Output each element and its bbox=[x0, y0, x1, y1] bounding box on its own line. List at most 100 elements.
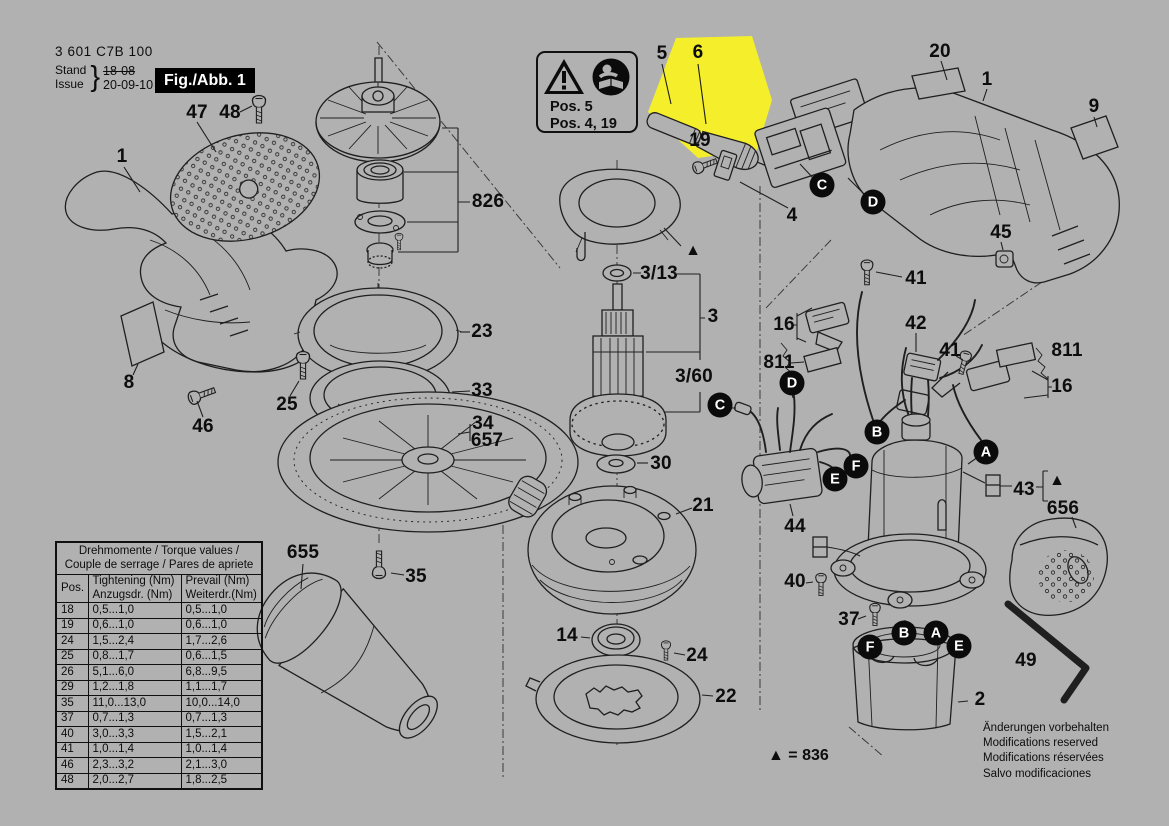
cell-pos: 46 bbox=[55, 757, 89, 774]
cell-prevail: 0,6...1,0 bbox=[180, 617, 263, 634]
cell-tightening: 0,6...1,0 bbox=[87, 617, 182, 634]
cell-tightening: 11,0...13,0 bbox=[87, 695, 182, 712]
callout-34: 34 bbox=[472, 413, 494, 434]
letter-marker-A-wire: A bbox=[973, 439, 999, 465]
part-cord-clamp-19 bbox=[713, 149, 738, 181]
callout-16-left: 16 bbox=[773, 314, 795, 335]
part-armature-3 bbox=[569, 283, 667, 457]
part-washer-30 bbox=[596, 454, 636, 474]
part-bottom-cover-22 bbox=[525, 654, 701, 744]
part-power-cord-5-6 bbox=[646, 112, 789, 181]
callout-30: 30 bbox=[650, 453, 672, 474]
callout-23: 23 bbox=[471, 321, 493, 342]
connector-symbol-44 bbox=[812, 536, 861, 558]
letter-marker-F-switch: F bbox=[843, 453, 869, 479]
letter-marker-E-field: E bbox=[946, 633, 972, 659]
part-dust-tube-655 bbox=[256, 572, 438, 739]
callout-25: 25 bbox=[276, 394, 298, 415]
cell-tightening: 1,5...2,4 bbox=[87, 633, 182, 650]
callout-20: 20 bbox=[929, 41, 951, 62]
part-carbon-brush-811-right bbox=[995, 342, 1049, 380]
cell-pos: 37 bbox=[55, 710, 89, 727]
note-fr: Modifications réservées bbox=[983, 752, 1104, 765]
letter-marker-B-field: B bbox=[891, 620, 917, 646]
letter-marker-F-field: F bbox=[857, 634, 883, 660]
part-number: 3 601 C7B 100 bbox=[55, 44, 153, 59]
callout-41-top: 41 bbox=[905, 268, 927, 289]
cell-pos: 40 bbox=[55, 726, 89, 743]
warning-pos-line2: Pos. 4, 19 bbox=[550, 116, 617, 132]
cell-tightening: 0,5...1,0 bbox=[87, 602, 182, 619]
letter-marker-D-top: D bbox=[860, 189, 886, 215]
cell-pos: 29 bbox=[55, 679, 89, 696]
cell-prevail: 0,5...1,0 bbox=[180, 602, 263, 619]
letter-marker-B-wire: B bbox=[864, 419, 890, 445]
callout-3-13: 3/13 bbox=[640, 263, 678, 284]
callout-35: 35 bbox=[405, 566, 427, 587]
callout-48: 48 bbox=[219, 102, 241, 123]
triangle-marker-tri-flange: ▲ bbox=[685, 242, 701, 259]
callout-2: 2 bbox=[974, 689, 986, 710]
part-ring-23 bbox=[293, 283, 463, 381]
part-eccentric-plate-21 bbox=[508, 475, 697, 615]
note-en: Modifications reserved bbox=[983, 737, 1099, 750]
part-rotor-disc-34-657 bbox=[277, 391, 579, 533]
cell-tightening: 2,0...2,7 bbox=[87, 772, 182, 790]
cell-tightening: 1,0...1,4 bbox=[87, 741, 182, 758]
cell-pos: 48 bbox=[55, 772, 89, 790]
part-brush-holder-16-left bbox=[805, 301, 850, 353]
read-manual-icon bbox=[592, 58, 630, 96]
torque-table: Drehmomente / Torque values / Couple de … bbox=[55, 541, 263, 790]
callout-24: 24 bbox=[686, 645, 708, 666]
figure-badge: Fig./Abb. 1 bbox=[155, 68, 255, 93]
callout-811-left: 811 bbox=[763, 352, 795, 373]
callout-21: 21 bbox=[692, 495, 714, 516]
note-de: Änderungen vorbehalten bbox=[983, 722, 1109, 734]
callout-3: 3 bbox=[707, 306, 719, 327]
callout-42: 42 bbox=[905, 313, 927, 334]
callout-656: 656 bbox=[1046, 498, 1080, 519]
letter-marker-D-switch: D bbox=[779, 370, 805, 396]
cell-pos: 41 bbox=[55, 741, 89, 758]
issue-label: Issue bbox=[55, 76, 84, 91]
col-header-tightening: Tightening (Nm) Anzugsdr. (Nm) bbox=[87, 574, 182, 603]
part-label-sticker-20 bbox=[911, 67, 966, 100]
part-bearing-flange bbox=[559, 168, 681, 262]
cell-pos: 35 bbox=[55, 695, 89, 712]
letter-marker-C-top: C bbox=[809, 172, 835, 198]
cell-pos: 26 bbox=[55, 664, 89, 681]
cell-prevail: 10,0...14,0 bbox=[180, 695, 263, 712]
part-switch-mount-4 bbox=[754, 78, 869, 188]
part-housing-top-right bbox=[847, 87, 1120, 284]
triangle-legend: ▲ = 836 bbox=[768, 747, 829, 764]
cell-tightening: 2,3...3,2 bbox=[87, 757, 182, 774]
callout-46: 46 bbox=[192, 416, 214, 437]
part-hex-key-49 bbox=[1004, 600, 1090, 704]
cell-prevail: 1,0...1,4 bbox=[180, 741, 263, 758]
letter-marker-C-switch: C bbox=[707, 392, 733, 418]
cell-tightening: 3,0...3,3 bbox=[87, 726, 182, 743]
callout-8: 8 bbox=[123, 372, 135, 393]
cell-pos: 18 bbox=[55, 602, 89, 619]
callout-47: 47 bbox=[186, 102, 208, 123]
cell-tightening: 1,2...1,8 bbox=[87, 679, 182, 696]
letter-marker-E-switch: E bbox=[822, 466, 848, 492]
cell-tightening: 5,1...6,0 bbox=[87, 664, 182, 681]
callout-22: 22 bbox=[715, 686, 737, 707]
connector-symbol-43 bbox=[962, 470, 1048, 502]
callout-1-right: 1 bbox=[981, 69, 993, 90]
date-new: 20-09-10 bbox=[103, 77, 154, 92]
callout-19: 19 bbox=[689, 130, 711, 151]
